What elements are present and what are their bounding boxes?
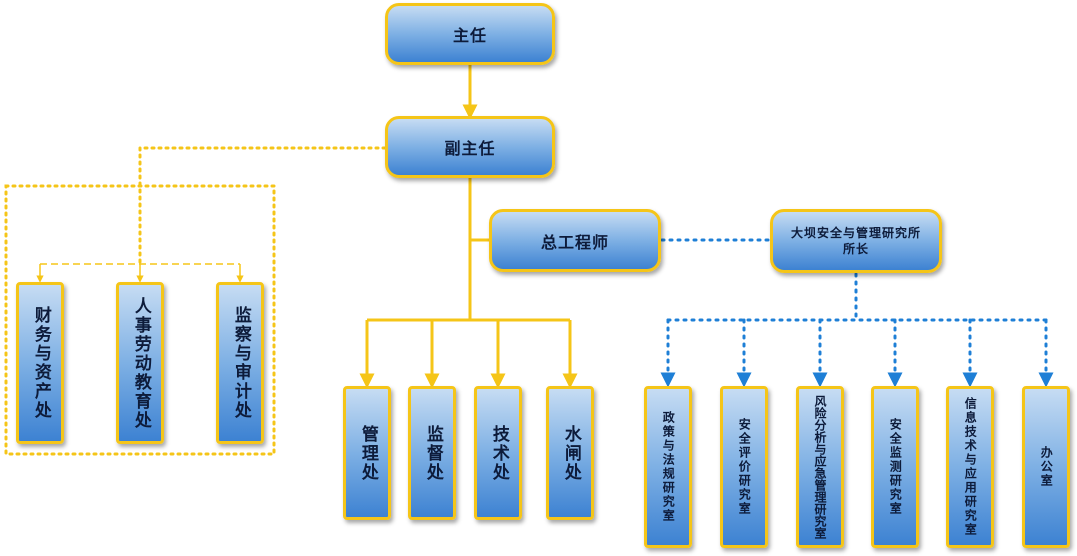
institute-head-label: 大坝安全与管理研究所 所长 (790, 225, 921, 256)
research-unit-label: 信息技术与应用研究室 (963, 397, 978, 537)
research-unit-risk: 风险分析与应急管理研究室 (796, 386, 844, 548)
research-unit-label: 办公室 (1039, 446, 1054, 488)
admin-unit-label: 财务与资产处 (30, 306, 51, 420)
eng-unit-label: 监督处 (422, 424, 443, 482)
admin-unit-finance: 财务与资产处 (16, 282, 64, 444)
research-unit-safety-evaluation: 安全评价研究室 (720, 386, 768, 548)
chief-engineer-label: 总工程师 (540, 232, 609, 252)
admin-unit-label: 人事劳动教育处 (130, 296, 151, 430)
line-deputy-admin (138, 146, 387, 266)
research-unit-policy: 政策与法规研究室 (644, 386, 692, 548)
eng-unit-label: 技术处 (488, 424, 509, 482)
chief-engineer-node: 总工程师 (489, 209, 661, 272)
admin-unit-audit: 监察与审计处 (216, 282, 264, 444)
admin-group-frame (4, 184, 276, 456)
research-unit-label: 风险分析与应急管理研究室 (813, 395, 827, 539)
research-unit-it: 信息技术与应用研究室 (946, 386, 994, 548)
deputy-director-label: 副主任 (444, 139, 496, 158)
deputy-director-node: 副主任 (385, 116, 555, 178)
director-label: 主任 (452, 26, 487, 45)
research-unit-monitoring: 安全监测研究室 (871, 386, 919, 548)
eng-unit-sluice: 水闸处 (546, 386, 594, 520)
director-node: 主任 (385, 3, 555, 65)
research-unit-office: 办公室 (1022, 386, 1070, 548)
research-unit-label: 政策与法规研究室 (661, 411, 676, 523)
admin-unit-personnel: 人事劳动教育处 (116, 282, 164, 444)
eng-unit-label: 水闸处 (560, 424, 581, 482)
research-unit-label: 安全监测研究室 (888, 418, 903, 516)
institute-head-node: 大坝安全与管理研究所 所长 (770, 209, 942, 273)
admin-unit-label: 监察与审计处 (230, 306, 251, 420)
eng-unit-label: 管理处 (357, 424, 378, 482)
eng-unit-supervision: 监督处 (408, 386, 456, 520)
eng-unit-management: 管理处 (343, 386, 391, 520)
research-unit-label: 安全评价研究室 (737, 418, 752, 516)
eng-unit-technology: 技术处 (474, 386, 522, 520)
